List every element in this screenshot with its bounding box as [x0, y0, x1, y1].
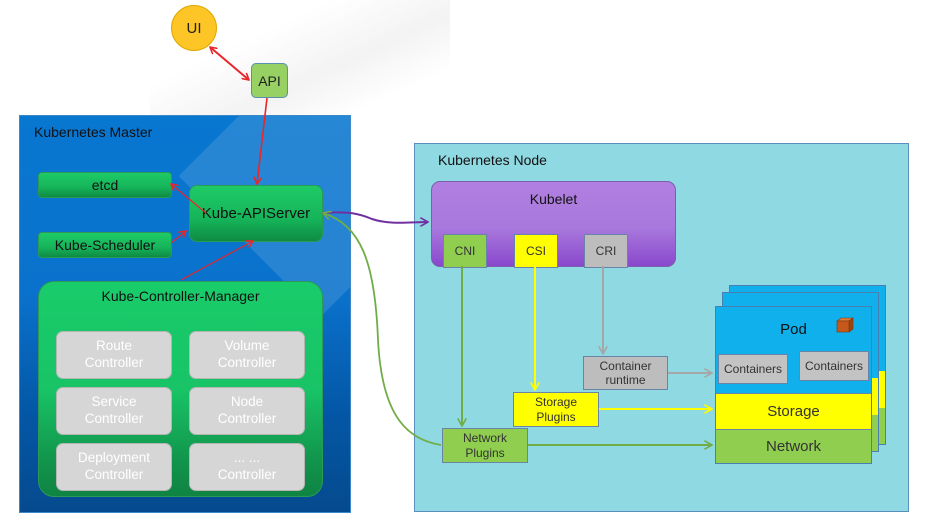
- container-runtime-line2: runtime: [605, 373, 646, 387]
- etcd-label: etcd: [91, 177, 119, 193]
- pod-storage-layer: Storage: [716, 393, 871, 429]
- pod-storage-label: Storage: [767, 403, 820, 420]
- kube-controller-manager: Kube-Controller-Manager Route Controller…: [38, 281, 323, 497]
- network-plugins-box: Network Plugins: [442, 428, 528, 463]
- containers-box: Containers: [799, 351, 869, 381]
- kubernetes-node: Kubernetes Node Kubelet CNI CSI CRI Cont…: [414, 143, 909, 512]
- pod-title: Pod: [780, 321, 807, 338]
- cni-label: CNI: [454, 244, 476, 258]
- controller-label-line1: Service: [91, 394, 137, 410]
- pod-network-layer: Network: [716, 429, 871, 463]
- cri-box: CRI: [584, 234, 628, 268]
- kubernetes-master: Kubernetes Master etcd Kube-Scheduler Ku…: [19, 115, 351, 513]
- cube-icon: [836, 317, 854, 333]
- containers-label: Containers: [723, 362, 783, 376]
- controller-label-line2: Controller: [84, 411, 144, 426]
- kubelet-title: Kubelet: [529, 191, 578, 207]
- deployment-controller: Deployment Controller: [56, 443, 172, 491]
- kubelet-box: Kubelet CNI CSI CRI: [431, 181, 676, 268]
- cri-label: CRI: [595, 244, 617, 258]
- cni-box: CNI: [443, 234, 487, 268]
- route-controller: Route Controller: [56, 331, 172, 379]
- etcd-box: etcd: [38, 172, 172, 198]
- pod-network-label: Network: [765, 438, 821, 455]
- containers-label: Containers: [804, 359, 864, 373]
- network-plugins-line2: Plugins: [465, 445, 505, 460]
- kube-apiserver-label: Kube-APIServer: [201, 205, 311, 222]
- csi-label: CSI: [525, 244, 546, 258]
- controller-label-line2: Controller: [217, 411, 277, 426]
- controller-label-line2: Controller: [84, 355, 144, 370]
- controller-label-line2: Controller: [217, 355, 277, 370]
- pod-front: Pod Containers Containers Storage Networ…: [715, 306, 872, 464]
- controller-label-line1: ... ...: [233, 450, 261, 466]
- kube-scheduler-box: Kube-Scheduler: [38, 232, 172, 258]
- containers-box: Containers: [718, 354, 788, 384]
- storage-plugins-box: Storage Plugins: [513, 392, 599, 427]
- api-label: API: [258, 72, 281, 89]
- kube-scheduler-label: Kube-Scheduler: [54, 237, 156, 253]
- master-title: Kubernetes Master: [34, 124, 153, 140]
- storage-plugins-line2: Plugins: [536, 409, 576, 424]
- volume-controller: Volume Controller: [189, 331, 305, 379]
- controller-label-line1: Deployment: [77, 450, 151, 466]
- node-title: Kubernetes Node: [438, 152, 547, 168]
- controller-manager-title: Kube-Controller-Manager: [101, 288, 260, 304]
- kube-apiserver-box: Kube-APIServer: [189, 185, 323, 242]
- storage-plugins-line1: Storage: [534, 395, 578, 410]
- controller-label-line2: Controller: [217, 467, 277, 482]
- node-controller: Node Controller: [189, 387, 305, 435]
- controller-label-line1: Node: [230, 394, 264, 410]
- csi-box: CSI: [514, 234, 558, 268]
- other-controller: ... ... Controller: [189, 443, 305, 491]
- ui-label: UI: [186, 19, 202, 37]
- container-runtime-line1: Container: [599, 358, 652, 373]
- network-plugins-line1: Network: [462, 431, 507, 446]
- service-controller: Service Controller: [56, 387, 172, 435]
- api-node: API: [251, 63, 288, 98]
- container-runtime-box: Container runtime: [583, 356, 668, 390]
- controller-label-line1: Volume: [224, 338, 270, 354]
- ui-node: UI: [171, 5, 217, 51]
- controller-label-line2: Controller: [84, 467, 144, 482]
- controller-label-line1: Route: [95, 338, 133, 354]
